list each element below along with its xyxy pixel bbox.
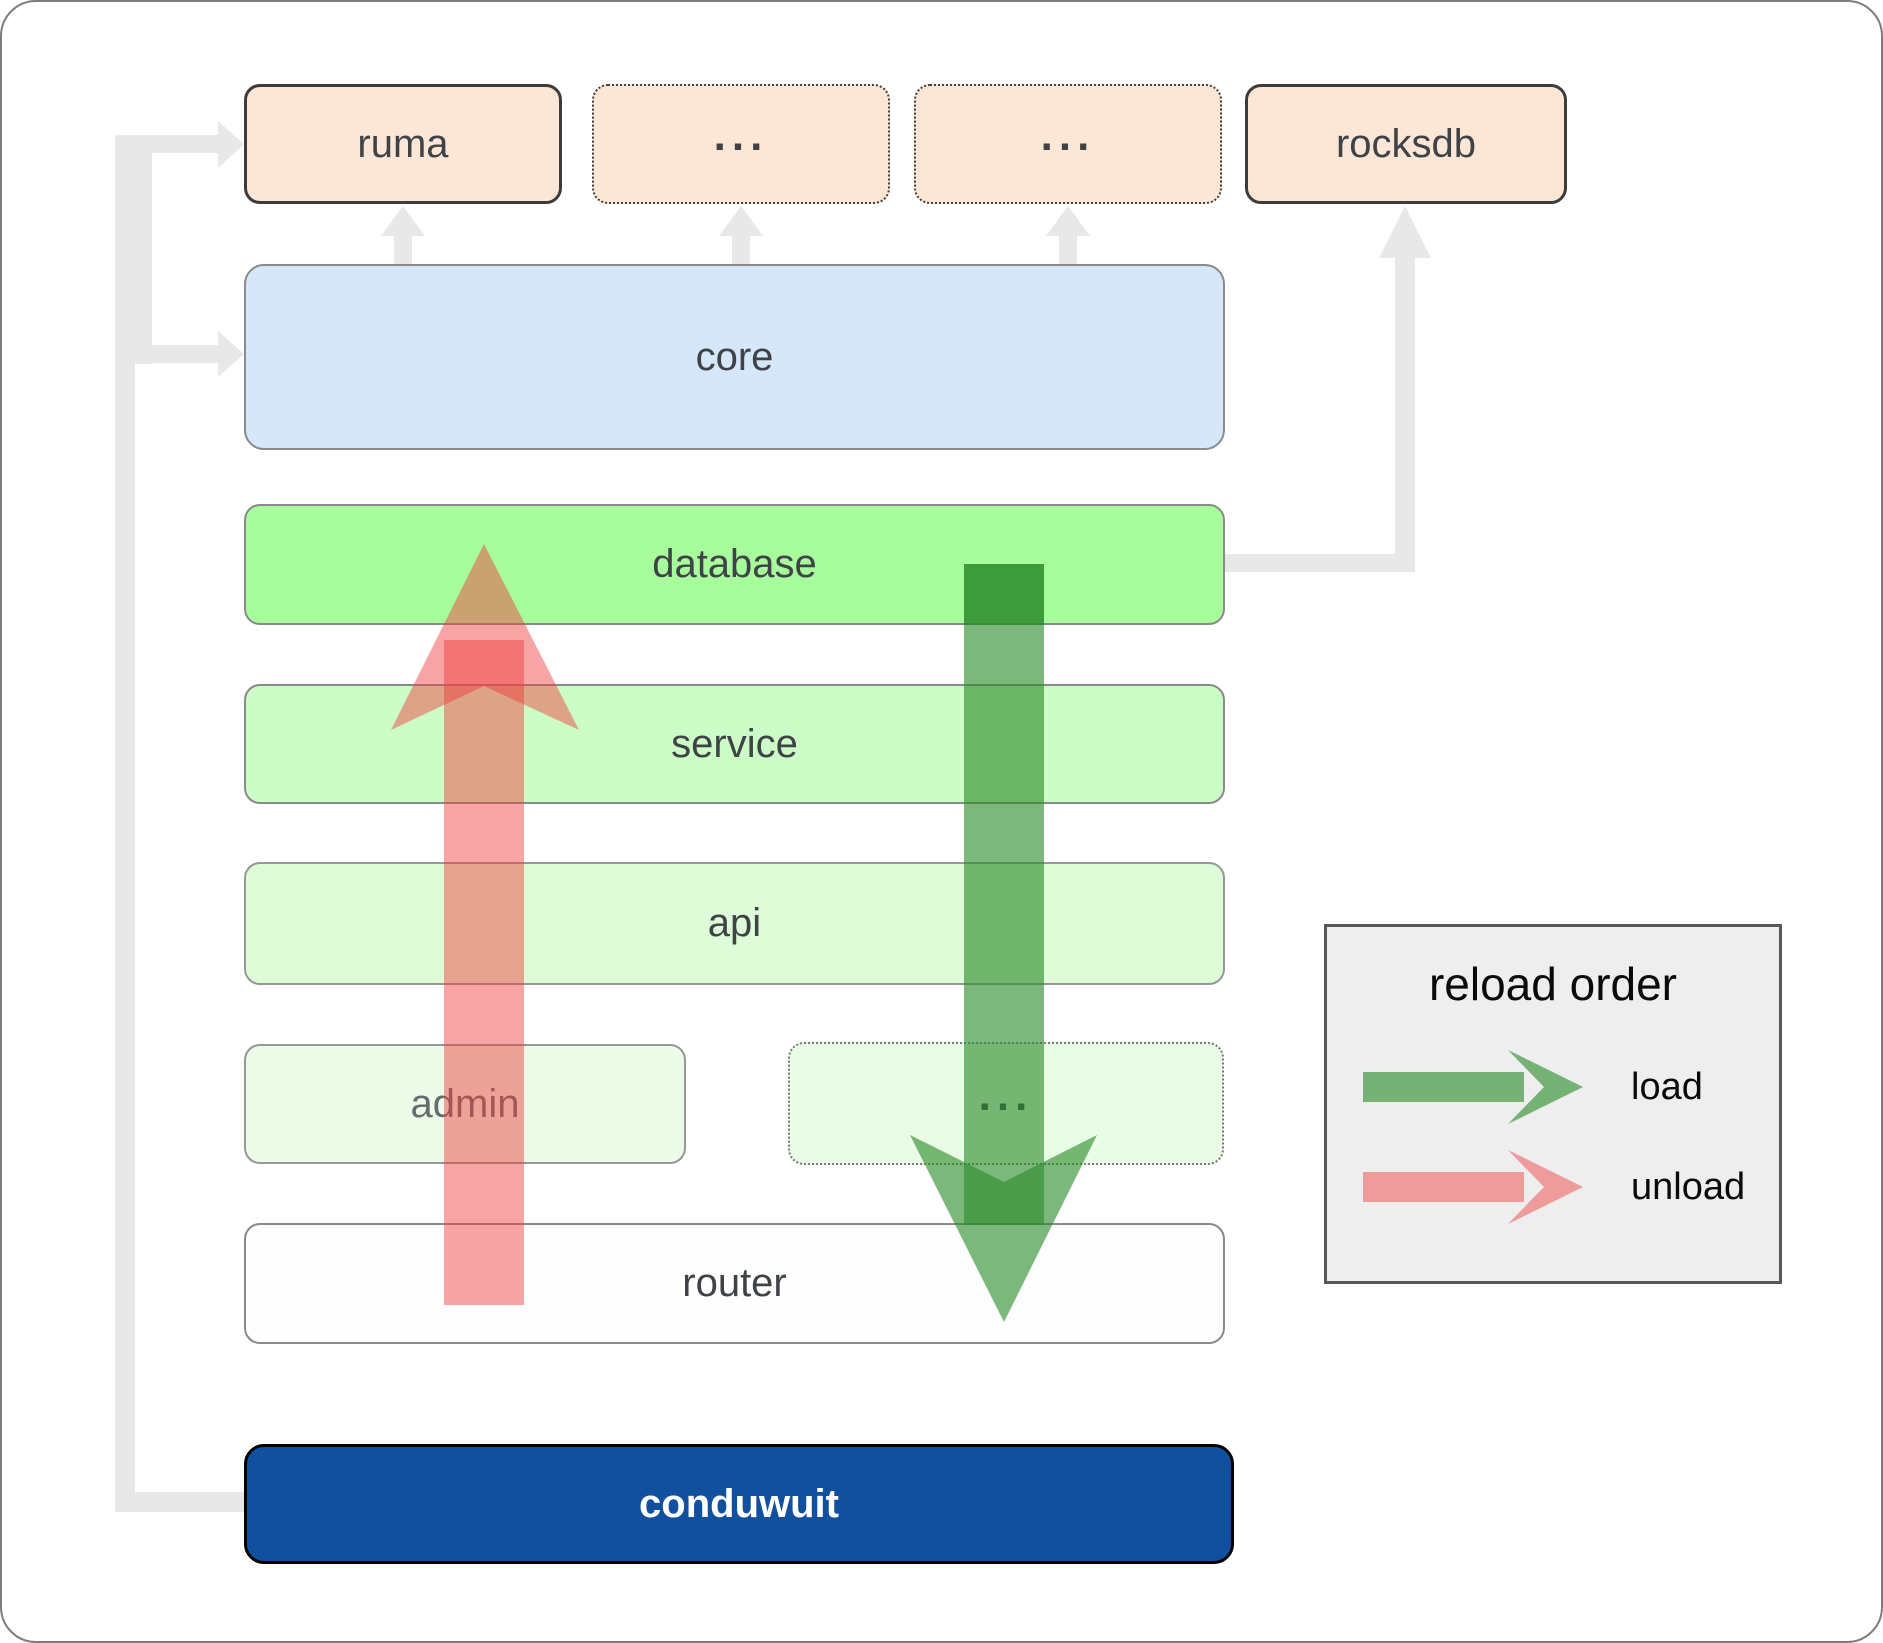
node-ellipsis-2: ... <box>914 84 1222 204</box>
unload-arrowhead <box>391 544 579 730</box>
node-database: database <box>244 504 1225 625</box>
arrowhead-to-core <box>218 331 244 377</box>
core-to-ruma-arrow <box>381 206 425 264</box>
conduwuit-to-core-connector <box>134 147 244 377</box>
arrowhead-to-ruma <box>218 121 244 168</box>
node-label: admin <box>410 1081 520 1126</box>
legend-row-load: load <box>1363 1047 1763 1127</box>
legend-reload-order: reload order load unload <box>1324 924 1782 1284</box>
unload-arrow-up <box>391 544 579 1305</box>
node-label: core <box>695 334 774 379</box>
node-ellipsis-1: ... <box>592 84 890 204</box>
node-core: core <box>244 264 1225 450</box>
node-router: router <box>244 1223 1225 1344</box>
node-conduwuit: conduwuit <box>244 1444 1234 1564</box>
database-to-rocksdb-connector <box>1225 206 1431 572</box>
legend-load-label: load <box>1631 1065 1703 1108</box>
node-label: rocksdb <box>1335 121 1477 166</box>
node-rocksdb: rocksdb <box>1245 84 1567 204</box>
legend-row-unload: unload <box>1363 1147 1763 1227</box>
node-api: api <box>244 862 1225 985</box>
unload-arrow-icon <box>1363 1150 1583 1224</box>
node-service: service <box>244 684 1225 804</box>
node-label: api <box>707 901 762 945</box>
node-ruma: ruma <box>244 84 562 204</box>
node-label: ... <box>713 111 769 160</box>
core-to-ellipsis2-arrow <box>1046 206 1090 264</box>
node-label: database <box>652 542 817 586</box>
legend-title: reload order <box>1428 958 1678 1010</box>
node-label: service <box>671 721 798 766</box>
node-admin: admin <box>244 1044 686 1164</box>
node-label: conduwuit <box>639 1481 839 1526</box>
node-label: ... <box>1040 111 1096 160</box>
load-arrow-icon <box>1363 1050 1583 1124</box>
legend-unload-label: unload <box>1631 1165 1746 1208</box>
node-label: router <box>682 1261 787 1305</box>
node-label: ruma <box>357 121 449 166</box>
core-to-ellipsis1-arrow <box>719 206 763 264</box>
load-arrowhead <box>910 1135 1097 1322</box>
arrowhead-to-rocksdb <box>1379 206 1431 258</box>
load-arrow-down <box>910 564 1097 1322</box>
